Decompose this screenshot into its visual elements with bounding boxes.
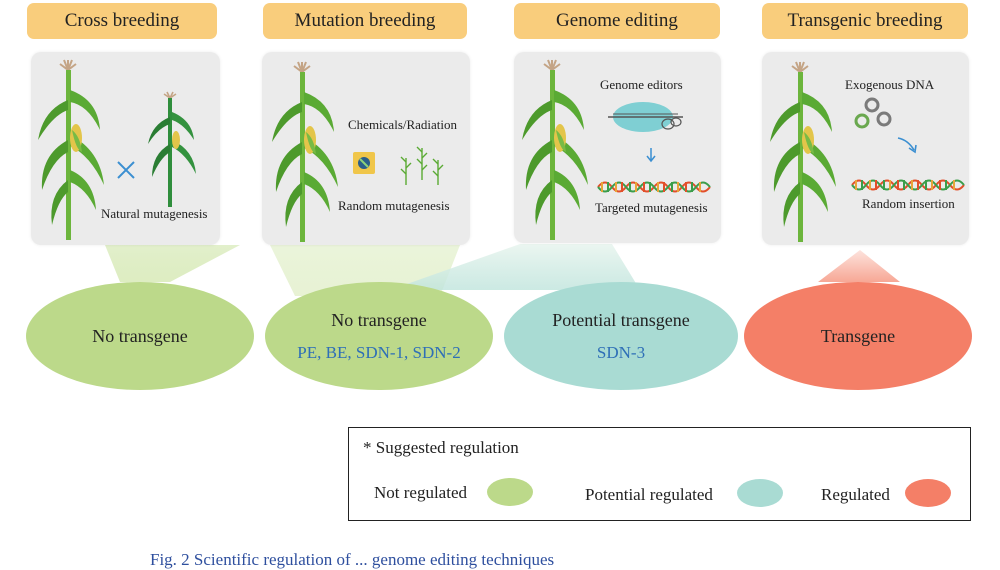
ellipse-title: No transgene [92, 325, 188, 346]
dna-helix-icon [851, 179, 965, 191]
legend-label-not-regulated: Not regulated [374, 483, 467, 502]
ellipse-transgene: Transgene [744, 282, 972, 390]
label-genome-editors: Genome editors [600, 77, 683, 92]
seedlings-icon [400, 146, 444, 185]
label-random-insertion: Random insertion [862, 196, 955, 211]
corn-plant-small-icon [148, 91, 196, 207]
cross-icon [117, 161, 135, 179]
ellipse-no-transgene-mutation: No transgene PE, BE, SDN-1, SDN-2 [265, 282, 493, 390]
corn-plant-icon [770, 61, 836, 242]
ellipse-no-transgene-cross: No transgene [26, 282, 254, 390]
funnel-transgenic-shape [818, 250, 900, 282]
header-cross-breeding: Cross breeding [27, 3, 217, 39]
ellipse-subtitle: SDN-3 [596, 342, 646, 362]
header-transgenic-breeding: Transgenic breeding [762, 3, 968, 39]
label-random-mutagenesis: Random mutagenesis [338, 198, 450, 213]
legend-label-regulated: Regulated [821, 485, 890, 504]
legend-box: * Suggested regulation Not regulated Pot… [348, 427, 971, 521]
legend-swatch-not-regulated [487, 478, 533, 506]
corn-plant-icon [272, 61, 338, 242]
arrow-down-icon [646, 148, 656, 163]
dna-helix-icon [597, 181, 711, 193]
header-genome-editing: Genome editing [514, 3, 720, 39]
header-mutation-breeding: Mutation breeding [263, 3, 467, 39]
ellipse-title: Potential transgene [552, 309, 690, 330]
label-targeted-mutagenesis: Targeted mutagenesis [595, 200, 708, 215]
plasmid-rings-icon [854, 97, 892, 129]
ellipse-title: Transgene [820, 325, 896, 346]
curved-arrow-icon [897, 137, 917, 154]
ellipse-title: No transgene [331, 309, 427, 330]
label-chemicals-radiation: Chemicals/Radiation [348, 117, 458, 132]
figure-caption: Fig. 2 Scientific regulation of ... geno… [150, 550, 555, 569]
legend-title: * Suggested regulation [363, 438, 519, 457]
label-exogenous-dna: Exogenous DNA [845, 77, 935, 92]
radiation-icon [353, 152, 375, 174]
corn-plant-icon [38, 59, 104, 240]
legend-swatch-regulated [905, 479, 951, 507]
legend-label-potential-regulated: Potential regulated [585, 485, 713, 504]
label-natural-mutagenesis: Natural mutagenesis [101, 206, 208, 221]
ellipse-potential-transgene: Potential transgene SDN-3 [504, 282, 738, 390]
funnel-cross-shape [105, 245, 240, 282]
ellipse-subtitle: PE, BE, SDN-1, SDN-2 [297, 342, 461, 362]
genome-editor-icon [608, 102, 683, 132]
legend-swatch-potential-regulated [737, 479, 783, 507]
corn-plant-icon [522, 59, 588, 240]
funnel-editing-shape [390, 244, 640, 290]
